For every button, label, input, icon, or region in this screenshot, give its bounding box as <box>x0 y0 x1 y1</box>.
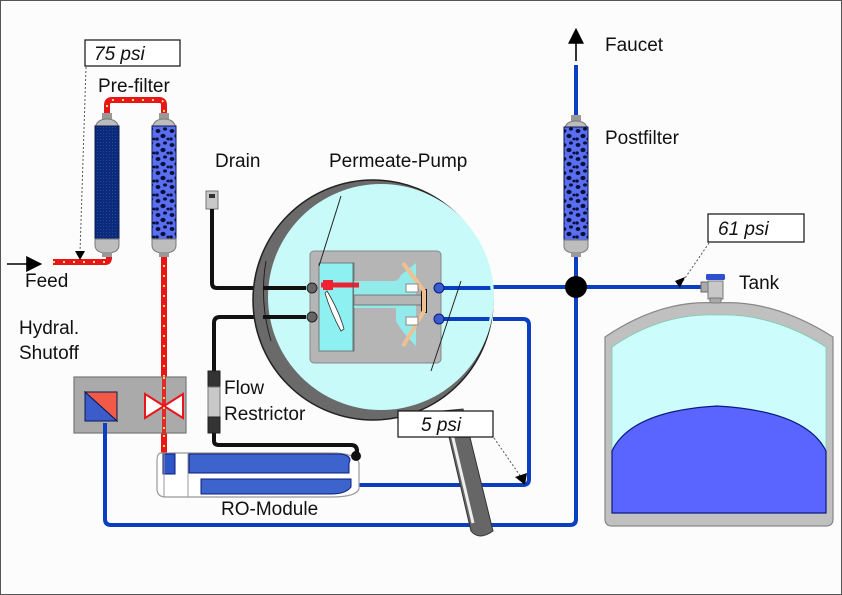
ro-module <box>156 448 361 498</box>
tank-valve <box>700 274 725 304</box>
drain-label: Drain <box>215 151 260 172</box>
permeate-pressure-callout: 5 psi <box>397 410 527 485</box>
feed-label: Feed <box>25 271 68 292</box>
faucet-label: Faucet <box>605 35 664 56</box>
flow-restrictor-label-line1: Flow <box>224 378 264 399</box>
permeate-lines <box>103 65 703 527</box>
hydraulic-shutoff-valve <box>73 376 187 434</box>
prefilter-carbon-cartridge <box>151 113 177 257</box>
hydral-shutoff-label-line1: Hydral. <box>19 318 79 339</box>
flow-restrictor <box>207 370 221 434</box>
permeate-pressure-value: 5 psi <box>421 415 462 436</box>
drain-lines <box>210 209 359 457</box>
tank-water-level <box>611 405 827 514</box>
storage-tank <box>604 302 834 527</box>
tank-label: Tank <box>739 273 780 294</box>
tank-pressure-value: 61 psi <box>718 219 769 240</box>
drain-fitting <box>205 190 219 210</box>
tank-pressure-callout: 61 psi <box>675 213 805 288</box>
ro-module-label: RO-Module <box>221 499 318 520</box>
feed-pressure-value: 75 psi <box>94 44 145 65</box>
feed-pressure-callout: 75 psi <box>75 39 181 260</box>
prefilter-label: Pre-filter <box>98 76 170 97</box>
postfilter-cartridge <box>563 115 589 257</box>
tee-junction <box>565 276 587 298</box>
prefilter-sediment-cartridge <box>94 113 120 257</box>
permeate-pump-mechanism <box>263 195 491 372</box>
hydral-shutoff-label-line2: Shutoff <box>19 343 80 364</box>
postfilter-label: Postfilter <box>605 128 680 149</box>
permeate-pump-label: Permeate-Pump <box>329 151 467 172</box>
flow-restrictor-label-line2: Restrictor <box>224 404 306 425</box>
